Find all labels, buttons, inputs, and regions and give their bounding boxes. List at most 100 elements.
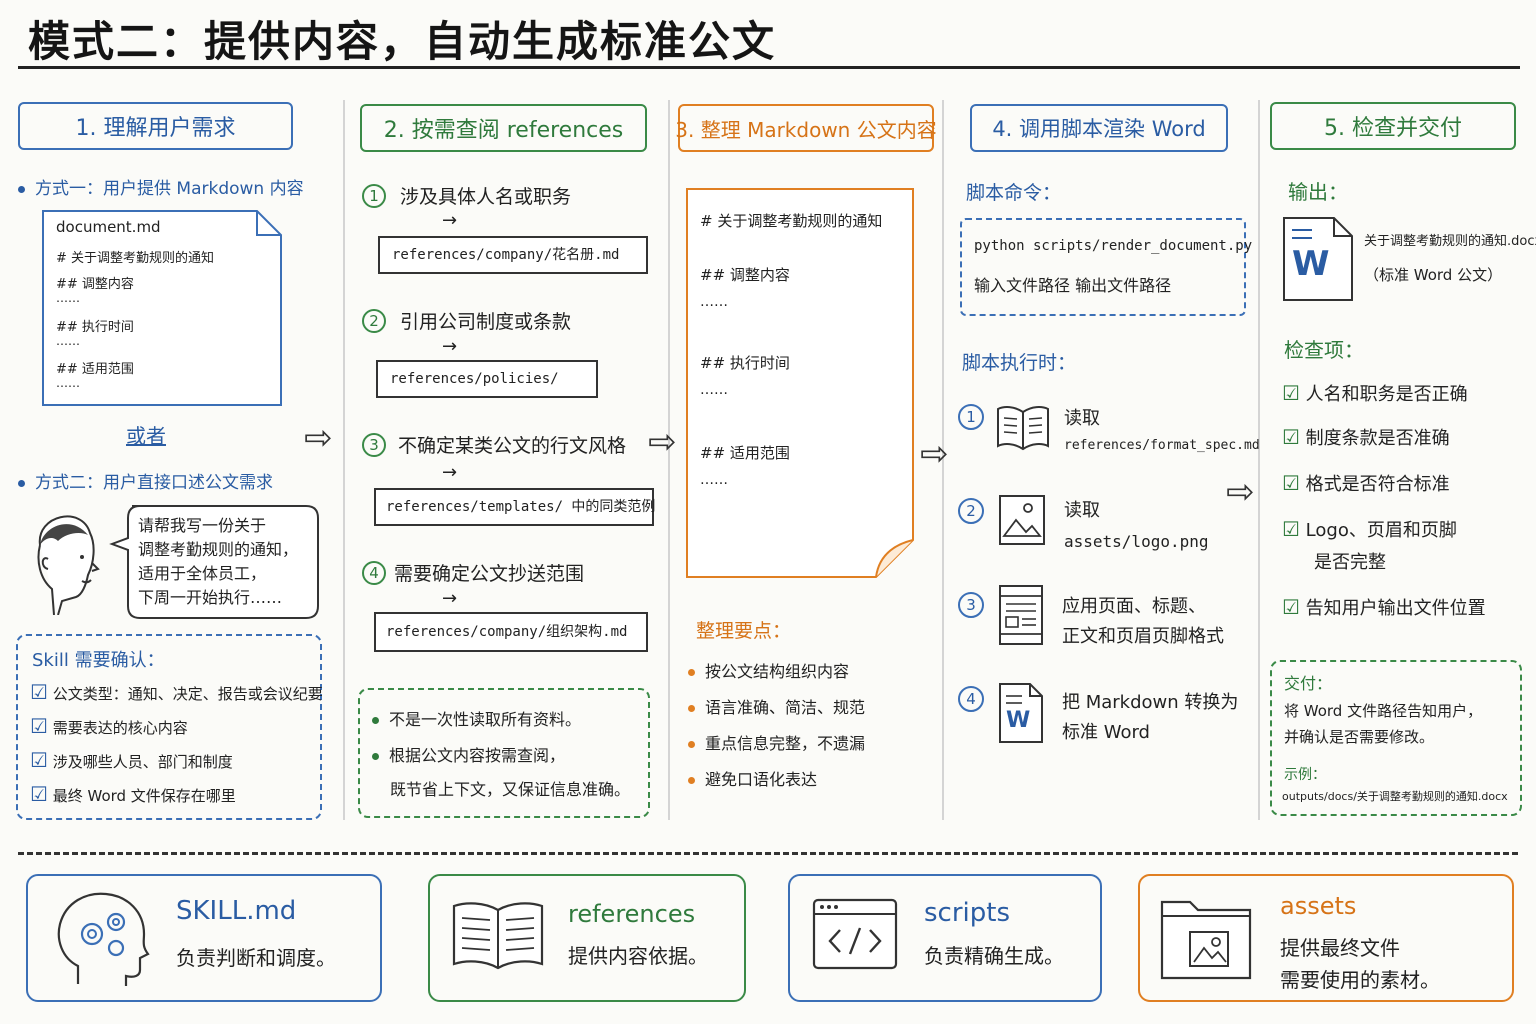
run-step-line: 读取: [1064, 408, 1100, 429]
speech-line: 请帮我写一份关于: [138, 516, 267, 535]
run-step-line: 读取: [1064, 500, 1100, 521]
word-file-icon: [999, 683, 1043, 743]
step-number-badge: 4: [362, 561, 386, 585]
doc-line: ……: [56, 334, 80, 348]
checkbox-icon: ☑: [30, 782, 48, 806]
flow-arrow-icon: ⇨: [304, 418, 333, 458]
doc-line: ## 调整内容: [56, 277, 134, 292]
ref-reason: 涉及具体人名或职务: [400, 186, 572, 208]
example-title: 示例：: [1284, 767, 1326, 783]
run-step-detail: assets/logo.png: [1064, 532, 1209, 551]
check-item: ☑ 制度条款是否准确: [1282, 424, 1450, 450]
doc-line: # 关于调整考勤规则的通知: [56, 251, 215, 266]
cmd-title: 脚本命令：: [966, 182, 1062, 204]
note-text: 根据公文内容按需查阅，: [389, 746, 566, 765]
draft-line: ……: [700, 472, 728, 488]
confirm-item: ☑ 涉及哪些人员、部门和制度: [30, 748, 233, 772]
output-description: （标准 Word 公文）: [1364, 266, 1503, 284]
check-item: ☑ 告知用户输出文件位置: [1282, 594, 1486, 620]
column-divider: [668, 100, 670, 820]
doc-fold-outline-icon: [686, 188, 914, 578]
ref-path-box: references/company/组织架构.md: [374, 612, 648, 652]
check-item: ☑ 人名和职务是否正确: [1282, 380, 1468, 406]
confirm-item-text: 涉及哪些人员、部门和制度: [52, 753, 233, 771]
checkbox-icon: ☑: [1282, 517, 1300, 541]
deliver-box: 交付： 将 Word 文件路径告知用户， 并确认是否需要修改。 示例： outp…: [1270, 660, 1522, 816]
doc-line: ## 执行时间: [56, 320, 134, 335]
page-layout-icon: [999, 585, 1043, 645]
run-step-line: 正文和页眉页脚格式: [1062, 626, 1224, 647]
ref-path-box: references/policies/: [376, 360, 598, 398]
method1-text: 方式一：用户提供 Markdown 内容: [35, 179, 304, 199]
brain-gear-head-icon: [57, 892, 150, 986]
card-line: 负责判断和调度。: [176, 946, 336, 970]
check-text: 人名和职务是否正确: [1305, 384, 1468, 405]
step-number-badge: 2: [362, 309, 386, 333]
column-divider: [942, 100, 944, 820]
point-item: 重点信息完整，不遗漏: [688, 730, 865, 754]
check-text-cont: 是否完整: [1314, 552, 1386, 573]
word-letter: W: [1006, 708, 1031, 733]
draft-line: ## 适用范围: [700, 444, 790, 462]
run-title: 脚本执行时：: [962, 352, 1077, 374]
speech-line: 下周一开始执行……: [138, 588, 283, 607]
card-skill: SKILL.md 负责判断和调度。: [26, 874, 382, 1002]
point-item: 避免口语化表达: [688, 766, 817, 790]
draft-line: # 关于调整考勤规则的通知: [700, 212, 883, 230]
confirm-item: ☑ 最终 Word 文件保存在哪里: [30, 782, 236, 806]
step-number-badge: 3: [362, 433, 386, 457]
title-underline: [18, 66, 1520, 69]
check-title: 检查项：: [1284, 338, 1364, 362]
check-item: ☑ Logo、页眉和页脚: [1282, 516, 1457, 542]
point-item: 语言准确、简洁、规范: [688, 694, 865, 718]
card-title: SKILL.md: [176, 896, 297, 926]
person-head-icon: [37, 515, 100, 615]
confirm-item-text: 公文类型：通知、决定、报告或会议纪要: [52, 685, 323, 703]
card-line: 提供最终文件: [1280, 936, 1400, 960]
run-step-detail: references/format_spec.md: [1064, 438, 1260, 453]
note-line: 既节省上下文，又保证信息准确。: [390, 780, 631, 799]
doc-line: ……: [56, 376, 80, 390]
step-number-badge: 2: [958, 498, 984, 524]
card-line: 负责精确生成。: [924, 944, 1064, 968]
confirm-item-text: 最终 Word 文件保存在哪里: [52, 787, 236, 805]
open-book-icon: [452, 902, 544, 970]
down-arrow: →: [442, 588, 458, 609]
check-item: ☑ 格式是否符合标准: [1282, 470, 1450, 496]
draft-line: ……: [700, 382, 728, 398]
draft-line: ## 执行时间: [700, 354, 790, 372]
doc-filename: document.md: [56, 218, 161, 236]
step2-header: 2. 按需查阅 references: [360, 104, 647, 152]
card-scripts: scripts 负责精确生成。: [788, 874, 1102, 1002]
doc-line: ……: [56, 291, 80, 305]
step1-header: 1. 理解用户需求: [18, 102, 293, 150]
speech-line: 适用于全体员工，: [138, 564, 267, 583]
step-number-badge: 4: [958, 686, 984, 712]
method2-text: 方式二：用户直接口述公文需求: [35, 473, 273, 493]
step5-header: 5. 检查并交付: [1270, 102, 1516, 150]
check-text: 告知用户输出文件位置: [1305, 598, 1486, 619]
point-item: 按公文结构组织内容: [688, 658, 849, 682]
confirm-title: Skill 需要确认：: [32, 650, 165, 671]
example-path: outputs/docs/关于调整考勤规则的通知.docx: [1282, 790, 1508, 803]
note-line: 不是一次性读取所有资料。: [372, 706, 581, 730]
ref-path-box: references/company/花名册.md: [378, 236, 648, 274]
confirm-item-text: 需要表达的核心内容: [52, 719, 188, 737]
checkbox-icon: ☑: [30, 748, 48, 772]
flow-arrow-icon: ⇨: [1226, 472, 1255, 512]
output-title: 输出：: [1288, 180, 1348, 204]
check-text: Logo、页眉和页脚: [1305, 520, 1457, 541]
ref-path-box: references/templates/ 中的同类范例: [374, 488, 655, 526]
checkbox-icon: ☑: [1282, 595, 1300, 619]
step-number-badge: 1: [362, 184, 386, 208]
card-assets: assets 提供最终文件 需要使用的素材。: [1138, 874, 1514, 1002]
word-letter: W: [1292, 244, 1330, 284]
confirm-item: ☑ 需要表达的核心内容: [30, 714, 188, 738]
page-title: 模式二：提供内容，自动生成标准公文: [28, 17, 777, 66]
output-filename: 关于调整考勤规则的通知.docx: [1364, 234, 1536, 249]
cmd-box: python scripts/render_document.py 输入文件路径…: [960, 218, 1252, 316]
step-number-badge: 1: [958, 404, 984, 430]
down-arrow: →: [442, 210, 458, 231]
run-step-line: 把 Markdown 转换为: [1062, 692, 1239, 713]
speech-bubble-outline: [109, 505, 319, 619]
